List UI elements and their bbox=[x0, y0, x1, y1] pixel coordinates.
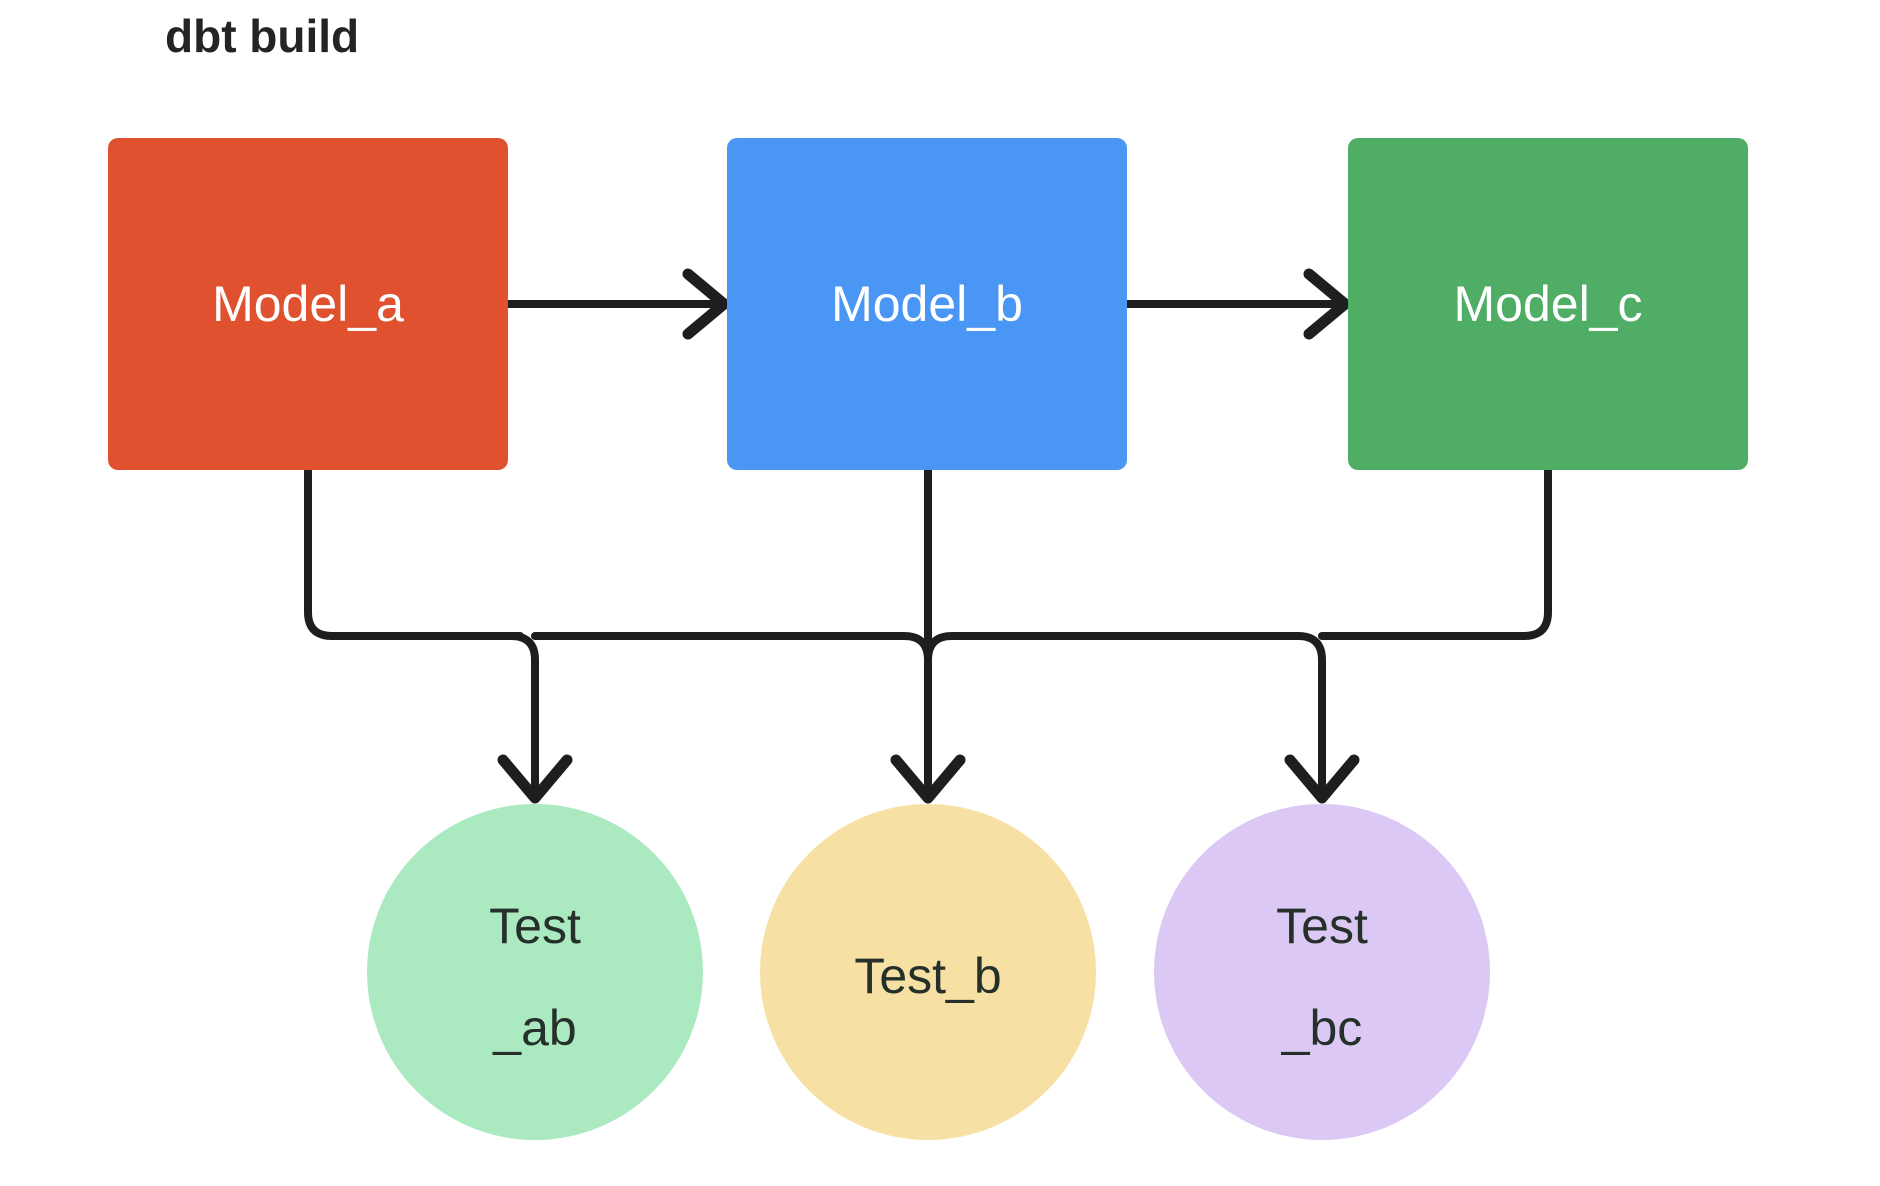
edge-model-a-to-model-b bbox=[504, 268, 730, 340]
node-shape[interactable] bbox=[1348, 138, 1748, 470]
edge-line bbox=[924, 632, 1326, 794]
arrow-head-icon bbox=[682, 268, 730, 340]
edge-line bbox=[531, 632, 932, 664]
model-node-layer: Model_a Model_b Model_c bbox=[108, 138, 1748, 470]
arrow-head-icon bbox=[890, 754, 966, 804]
edge-model-a-down bbox=[304, 466, 524, 640]
test-node-layer: Test _ab Test_b Test _bc bbox=[367, 804, 1490, 1140]
node-label-line-1: Test bbox=[489, 898, 581, 954]
page-title: dbt build bbox=[165, 10, 359, 62]
node-label: Model_b bbox=[831, 276, 1023, 332]
edge-model-c-down bbox=[1336, 466, 1552, 640]
arrow-head-icon bbox=[1303, 268, 1351, 340]
node-model-a[interactable]: Model_a bbox=[108, 138, 508, 470]
edge-line bbox=[1336, 466, 1552, 640]
node-label-line-1: Test bbox=[1276, 898, 1368, 954]
node-test-bc[interactable]: Test _bc bbox=[1154, 804, 1490, 1140]
arrow-into-test-ab bbox=[497, 754, 573, 804]
arrow-into-test-b bbox=[890, 754, 966, 804]
edge-layer bbox=[304, 268, 1552, 804]
node-label: Model_c bbox=[1454, 276, 1643, 332]
arrow-into-test-bc bbox=[1284, 754, 1360, 804]
node-shape[interactable] bbox=[367, 804, 703, 1140]
node-shape[interactable] bbox=[760, 804, 1096, 1140]
node-test-b[interactable]: Test_b bbox=[760, 804, 1096, 1140]
node-label: Model_a bbox=[212, 276, 404, 332]
node-label-line-2: _ab bbox=[492, 1000, 576, 1056]
edge-model-b-to-model-c bbox=[1123, 268, 1351, 340]
node-test-ab[interactable]: Test _ab bbox=[367, 804, 703, 1140]
node-model-b[interactable]: Model_b bbox=[727, 138, 1127, 470]
node-shape[interactable] bbox=[108, 138, 508, 470]
node-model-c[interactable]: Model_c bbox=[1348, 138, 1748, 470]
edge-bus-right bbox=[924, 632, 1528, 794]
node-shape[interactable] bbox=[727, 138, 1127, 470]
edge-line bbox=[328, 632, 539, 794]
edge-line bbox=[304, 466, 524, 640]
arrow-head-icon bbox=[1284, 754, 1360, 804]
arrow-head-icon bbox=[497, 754, 573, 804]
node-label-line-2: _bc bbox=[1281, 1000, 1363, 1056]
node-label-line-1: Test_b bbox=[854, 948, 1001, 1004]
edge-bus-left bbox=[328, 632, 932, 794]
node-shape[interactable] bbox=[1154, 804, 1490, 1140]
